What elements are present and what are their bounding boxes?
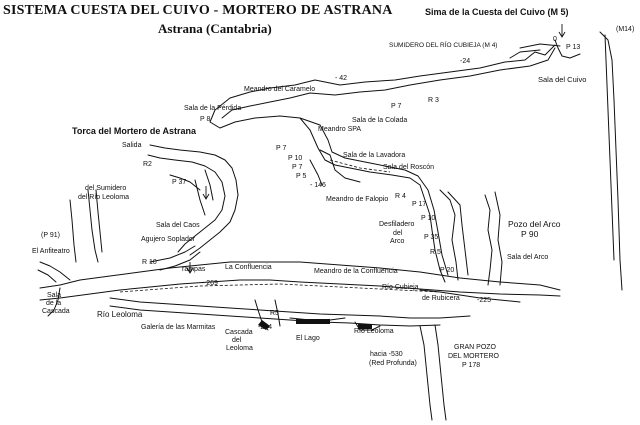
- label-la-confluencia: La Confluencia: [225, 264, 272, 271]
- label-minus24: -24: [460, 58, 471, 65]
- label-sumidero-cubieja: SUMIDERO DEL RÍO CUBIEJA (M 4): [389, 42, 498, 49]
- torca-mortero-outline: [149, 144, 239, 256]
- label-hacia-530: hacia -530: [370, 351, 403, 358]
- upper-gallery-outline: [209, 44, 556, 129]
- label-sala-roscon: Sala del Roscón: [383, 164, 434, 171]
- label-p13: P 13: [566, 44, 581, 51]
- label-r10: R 10: [142, 259, 157, 266]
- label-r4: R 4: [395, 193, 406, 200]
- label-p17: P 17: [412, 201, 427, 208]
- rio-leoloma-gallery: [109, 297, 471, 319]
- label-rampas: rampas: [182, 266, 206, 273]
- label-p10-a: P 10: [288, 155, 303, 162]
- label-p37: P 37: [172, 179, 187, 186]
- entrance-sima-cuivo: Sima de la Cuesta del Cuivo (M 5): [425, 7, 569, 17]
- label-rio-cubieja: Río Cubieja: [382, 284, 419, 291]
- label-leoloma: Leoloma: [226, 345, 253, 352]
- label-sala-arco: Sala del Arco: [507, 254, 549, 261]
- label-gran-pozo: GRAN POZO: [454, 344, 497, 351]
- label-m14: (M14): [616, 26, 635, 33]
- label-del-sumidero: del Sumidero: [85, 185, 127, 192]
- el-lago-fill: [296, 319, 330, 324]
- label-rio-leoloma-a: Río Leoloma: [97, 310, 143, 319]
- label-pozo-arco: Pozo del Arco: [508, 219, 561, 229]
- label-arco: Arco: [390, 238, 405, 245]
- label-minus146: - 146: [310, 182, 326, 189]
- label-red-profunda: (Red Profunda): [369, 360, 417, 367]
- label-p178: P 178: [462, 362, 481, 369]
- label-p90: P 90: [521, 229, 539, 239]
- label-meandro-spa: Meandro SPA: [318, 126, 362, 133]
- label-p7-c: P 7: [292, 164, 303, 171]
- label-de-la: de la: [46, 300, 62, 307]
- page-subtitle: Astrana (Cantabria): [158, 21, 272, 36]
- label-cascada-del: Cascada: [225, 329, 253, 336]
- label-p10-b: P 10: [421, 215, 436, 222]
- label-minus225: -225: [477, 297, 492, 304]
- label-minus42: - 42: [335, 75, 348, 82]
- label-meandro-caramelo: Meandro del Caramelo: [244, 86, 316, 93]
- label-cascada: Cascada: [42, 308, 70, 315]
- label-galeria-marmitas: Galería de las Marmitas: [141, 324, 216, 331]
- label-del-mortero: DEL MORTERO: [448, 353, 499, 360]
- label-sala-lavadora: Sala de la Lavadora: [343, 152, 406, 159]
- label-p20: P 20: [440, 267, 455, 274]
- label-rio-leoloma-b: Río Leoloma: [354, 328, 394, 335]
- label-de-rubicera: de Rubicera: [422, 295, 460, 302]
- label-r5-b: R5: [270, 310, 279, 317]
- label-p5: P 5: [296, 173, 307, 180]
- label-p7-a: P 7: [391, 103, 402, 110]
- label-p7-b: P 7: [276, 145, 287, 152]
- pozo-del-arco-outline: [484, 194, 493, 286]
- label-meandro-confluencia: Meandro de la Confluencia: [314, 268, 398, 275]
- gran-pozo-outline: [419, 325, 433, 421]
- label-r2: R2: [143, 161, 152, 168]
- label-del-2: del: [232, 337, 242, 344]
- page-title: SISTEMA CUESTA DEL CUIVO - MORTERO DE AS…: [3, 3, 393, 18]
- label-desfiladero: Desfiladero: [379, 221, 415, 228]
- label-del-rio-leoloma: del Río Leoloma: [78, 194, 129, 201]
- label-minus269: - 269: [202, 280, 218, 287]
- label-p8: P 8: [200, 116, 211, 123]
- label-minus284: -284: [258, 324, 273, 331]
- label-sala: Sala: [47, 292, 62, 299]
- label-sala-caos: Sala del Caos: [156, 222, 200, 229]
- meandro-spa-outline: [299, 117, 446, 283]
- label-r3: R 3: [428, 97, 439, 104]
- label-el-lago: El Lago: [296, 335, 320, 342]
- label-salida: Salida: [122, 142, 142, 149]
- label-el-anfiteatro: El Anfiteatro: [32, 248, 70, 255]
- label-p35: P 35: [424, 234, 439, 241]
- label-sala-colada: Sala de la Colada: [352, 117, 408, 124]
- label-r5-a: R 5: [430, 249, 441, 256]
- label-agujero-soplador: Agujero Soplador: [141, 236, 196, 243]
- main-lower-gallery: [59, 261, 561, 291]
- entrance-torca-mortero: Torca del Mortero de Astrana: [72, 126, 197, 136]
- label-del: del: [393, 230, 403, 237]
- label-p91: (P 91): [41, 232, 60, 239]
- label-sala-perdida: Sala de la Pérdida: [184, 105, 242, 112]
- label-sala-cuivo: Sala del Cuivo: [538, 75, 587, 84]
- label-meandro-falopio: Meandro de Falopio: [326, 196, 389, 203]
- label-zero: 0: [553, 36, 557, 43]
